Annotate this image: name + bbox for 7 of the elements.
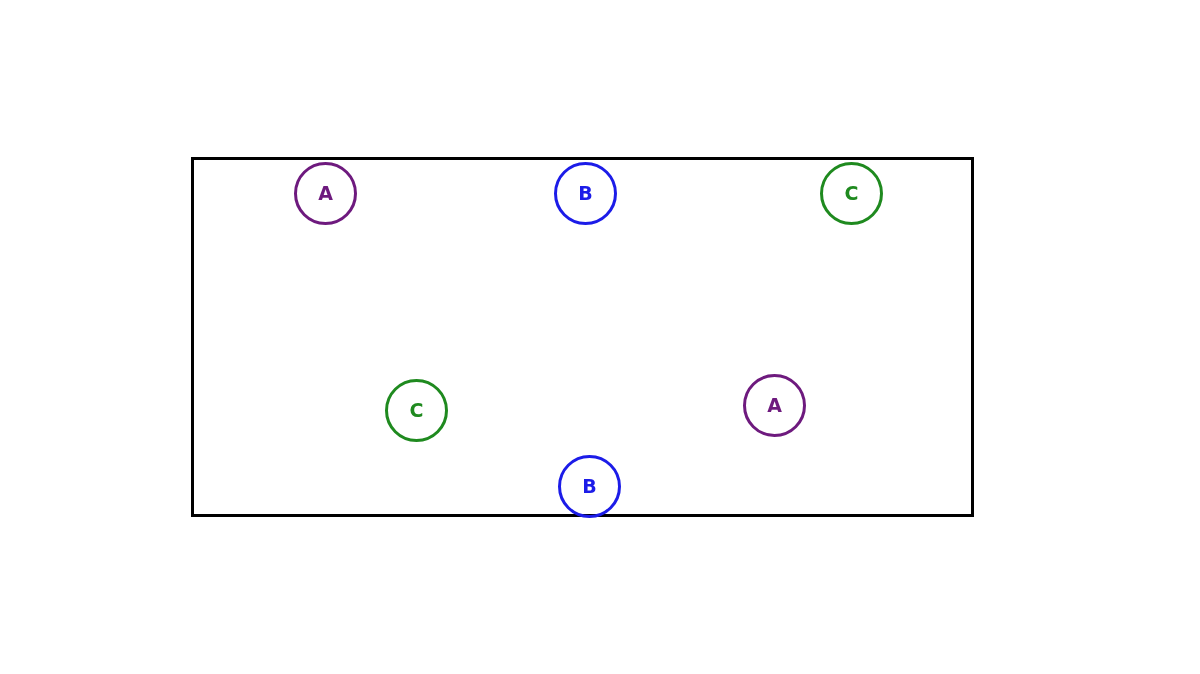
letter-circle: A [743, 374, 806, 437]
letter-circle: A [294, 162, 357, 225]
letter-circle: C [820, 162, 883, 225]
letter-circle: B [558, 455, 621, 518]
frame-rectangle [191, 157, 974, 517]
letter-circle: C [385, 379, 448, 442]
letter-circle: B [554, 162, 617, 225]
